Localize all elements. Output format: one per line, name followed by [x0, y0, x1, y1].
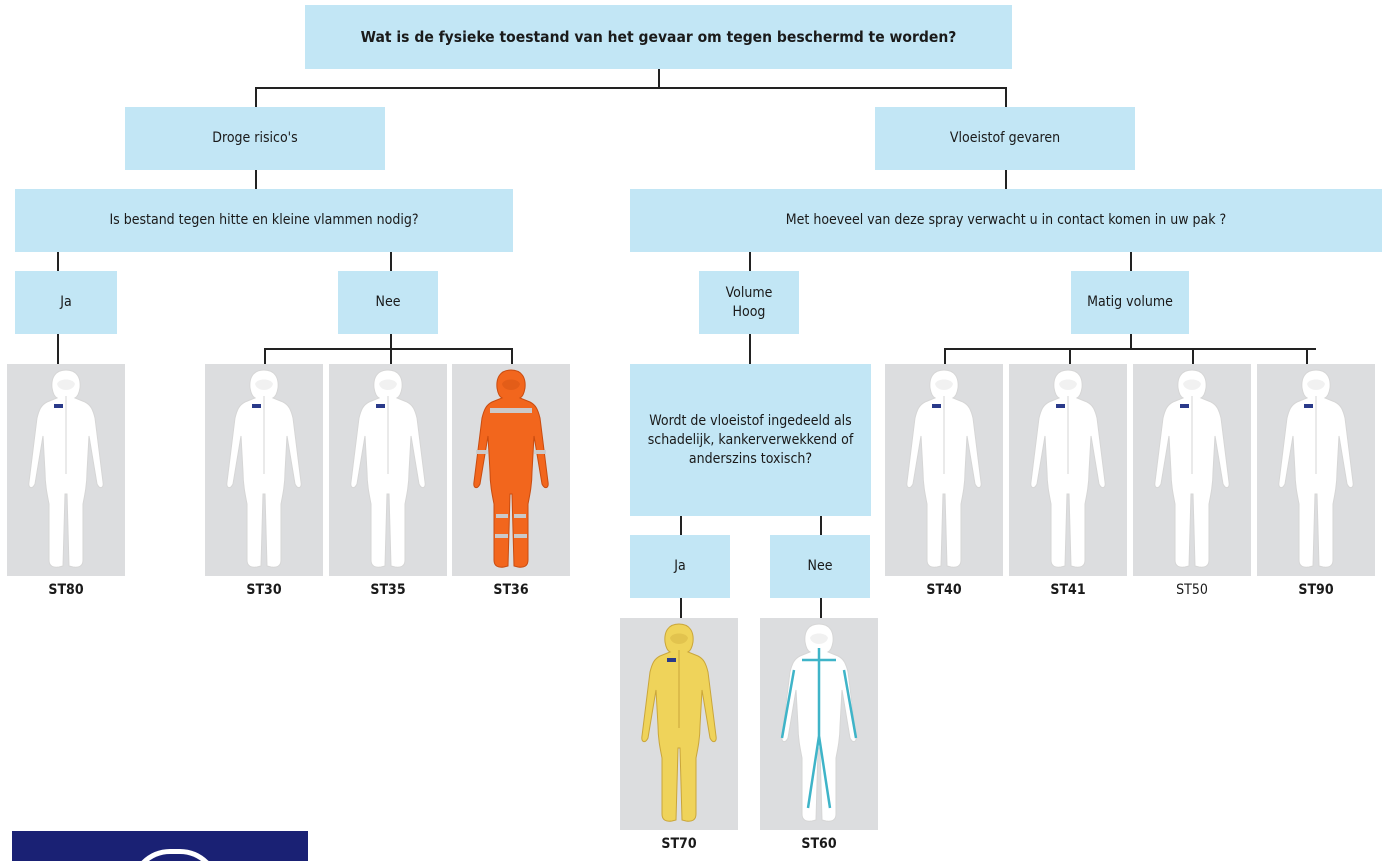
coverall-illustration — [780, 623, 858, 822]
coverall-illustration — [1154, 369, 1230, 568]
connector-line — [820, 516, 822, 535]
toxic-question-box: Wordt de vloeistof ingedeeld als schadel… — [630, 364, 871, 516]
logo-arc — [130, 849, 220, 861]
connector-line — [255, 170, 257, 189]
connector-line — [944, 348, 1316, 350]
dry-yes-box: Ja — [15, 271, 117, 334]
product-code: ST70 — [661, 836, 697, 852]
liquid-hazards-box: Vloeistof gevaren — [875, 107, 1135, 170]
volume-high-box: Volume Hoog — [699, 271, 799, 334]
dry-no-box: Nee — [338, 271, 438, 334]
connector-line — [820, 598, 822, 618]
heat-flame-question-box: Is bestand tegen hitte en kleine vlammen… — [15, 189, 513, 252]
connector-line — [390, 334, 392, 348]
connector-line — [749, 252, 751, 271]
product-image — [452, 364, 570, 576]
connector-line — [57, 252, 59, 271]
product-code: ST40 — [926, 582, 962, 598]
volume-moderate-box: Matig volume — [1071, 271, 1189, 334]
spray-volume-question-box: Met hoeveel van deze spray verwacht u in… — [630, 189, 1382, 252]
coverall-illustration — [641, 623, 717, 822]
connector-line — [264, 348, 512, 350]
product-code: ST80 — [48, 582, 84, 598]
brand-logo — [12, 831, 308, 861]
connector-line — [1130, 334, 1132, 348]
connector-line — [390, 252, 392, 271]
product-image — [329, 364, 447, 576]
connector-line — [680, 516, 682, 535]
connector-line — [255, 87, 1006, 89]
product-code: ST35 — [370, 582, 406, 598]
product-image — [7, 364, 125, 576]
toxic-no-box: Nee — [770, 535, 870, 598]
connector-line — [680, 598, 682, 618]
dry-risks-box: Droge risico's — [125, 107, 385, 170]
coverall-illustration — [350, 369, 426, 568]
product-image — [885, 364, 1003, 576]
product-code: ST90 — [1298, 582, 1334, 598]
connector-line — [1192, 348, 1194, 364]
coverall-illustration — [28, 369, 104, 568]
product-image — [1257, 364, 1375, 576]
connector-line — [1130, 252, 1132, 271]
coverall-illustration — [226, 369, 302, 568]
product-image — [1133, 364, 1251, 576]
connector-line — [511, 348, 513, 364]
coverall-illustration — [1030, 369, 1106, 568]
main-question-box: Wat is de fysieke toestand van het gevaa… — [305, 5, 1012, 69]
product-code: ST60 — [801, 836, 837, 852]
connector-line — [264, 348, 266, 364]
connector-line — [390, 348, 392, 364]
connector-line — [1005, 87, 1007, 107]
connector-line — [1005, 170, 1007, 189]
product-code: ST30 — [246, 582, 282, 598]
product-code: ST41 — [1050, 582, 1086, 598]
product-image — [620, 618, 738, 830]
product-image — [1009, 364, 1127, 576]
connector-line — [944, 348, 946, 364]
toxic-yes-box: Ja — [630, 535, 730, 598]
connector-line — [749, 334, 751, 364]
coverall-illustration — [473, 369, 549, 568]
connector-line — [255, 87, 257, 107]
coverall-illustration — [1278, 369, 1354, 568]
product-code: ST36 — [493, 582, 529, 598]
product-code: ST50 — [1176, 582, 1208, 598]
connector-line — [1306, 348, 1308, 364]
coverall-illustration — [906, 369, 982, 568]
connector-line — [57, 334, 59, 364]
connector-line — [658, 69, 660, 88]
product-image — [760, 618, 878, 830]
product-image — [205, 364, 323, 576]
connector-line — [1069, 348, 1071, 364]
